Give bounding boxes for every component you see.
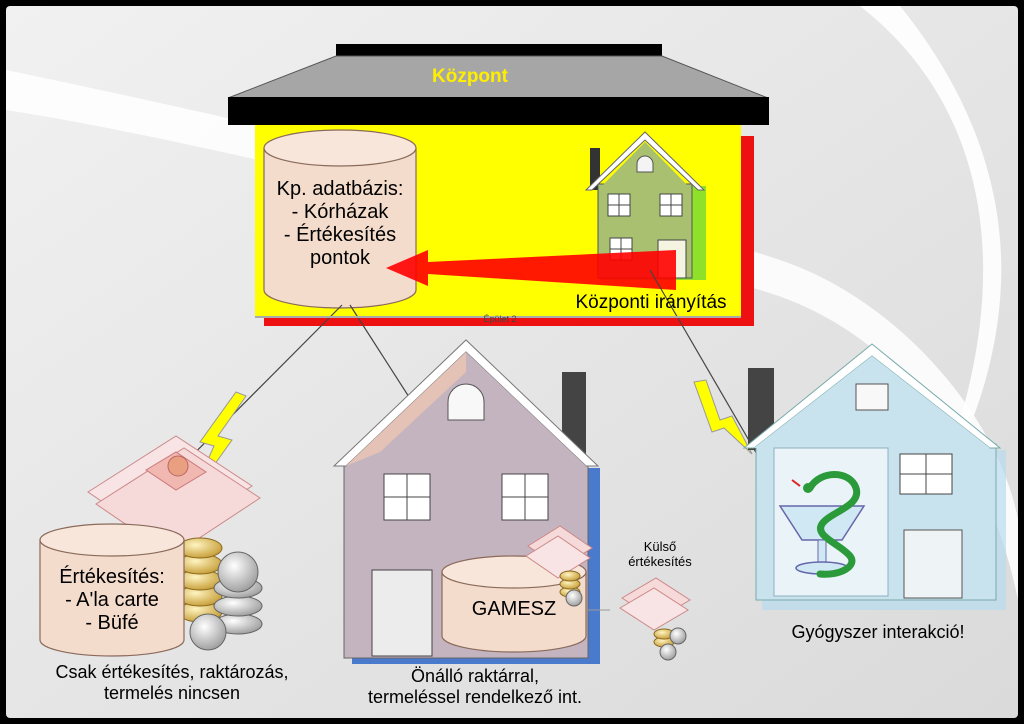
db-line: Értékesítés: xyxy=(59,566,165,588)
building-label: Épület 2 xyxy=(483,314,517,324)
pharmacy-caption: Gyógyszer interakció! xyxy=(791,622,965,642)
external-sales-label: Külső értékesítés xyxy=(612,539,708,570)
caption-line: Önálló raktárral, xyxy=(410,666,540,686)
caption-line: Külső xyxy=(643,539,677,554)
warehouse-receipts-icon xyxy=(525,525,593,607)
central-chimney-bar xyxy=(336,44,662,58)
db-line: - Büfé xyxy=(85,612,139,634)
db-line: - Kórházak xyxy=(291,201,389,223)
db-line: - Értékesítés xyxy=(283,224,397,246)
central-title: Központ xyxy=(432,66,508,87)
caption-line: Csak értékesítés, raktározás, xyxy=(55,662,289,682)
control-arrow xyxy=(386,250,676,290)
sales-database xyxy=(39,523,185,657)
coins-icon xyxy=(177,537,263,651)
pharmacy-symbol-icon xyxy=(778,471,866,578)
db-line: pontok xyxy=(309,247,371,269)
sales-caption: Csak értékesítés, raktározás, termelés n… xyxy=(14,662,330,703)
warehouse-database xyxy=(441,555,587,653)
db-line: Kp. adatbázis: xyxy=(276,178,404,200)
caption-line: termelés nincsen xyxy=(103,682,241,703)
central-roof-base xyxy=(228,97,769,125)
sales-database-label: Értékesítés: - A'la carte - Büfé xyxy=(40,566,184,635)
lightning-icon xyxy=(693,379,753,455)
warehouse-database-label: GAMESZ xyxy=(471,598,557,620)
db-line: - A'la carte xyxy=(65,589,159,611)
caption-line: termeléssel rendelkező int. xyxy=(367,686,583,707)
caption-line: értékesítés xyxy=(628,553,692,569)
external-sales-receipts-icon xyxy=(619,577,691,661)
warehouse-caption: Önálló raktárral, termeléssel rendelkező… xyxy=(330,666,620,707)
central-base-line xyxy=(255,316,741,318)
central-database xyxy=(263,129,417,309)
swoosh-decoration-2 xyxy=(860,6,1002,600)
control-label: Központi irányítás xyxy=(575,292,727,313)
central-database-label: Kp. adatbázis: - Kórházak - Értékesítés … xyxy=(262,178,418,270)
swoosh-decoration xyxy=(6,70,1018,600)
